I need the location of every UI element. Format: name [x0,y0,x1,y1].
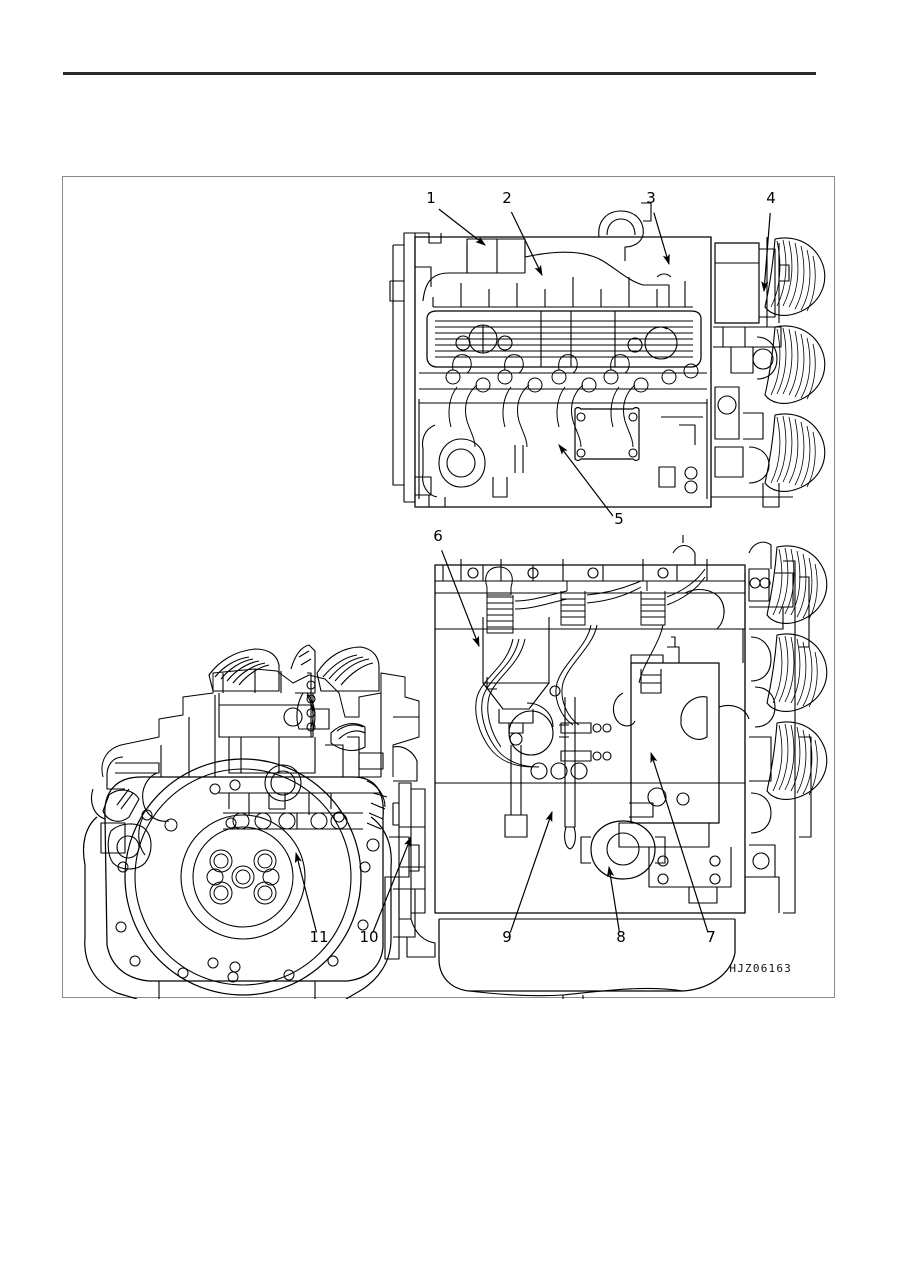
callout-leader-11 [294,851,318,933]
callout-leader-9 [509,810,553,933]
callout-leader-3 [653,212,670,266]
callout-leader-5 [558,444,614,517]
callout-leader-10 [372,835,412,933]
figure-frame: 1 2 3 4 5 6 7 8 9 10 11 HJZ06163 [62,176,835,999]
callout-number-10: 10 [359,928,378,946]
callout-number-8: 8 [616,928,626,946]
callout-leader-7 [650,751,709,933]
callout-numbers: 1 2 3 4 5 6 7 8 9 10 11 [309,189,775,946]
header-rule [63,72,816,75]
callout-number-2: 2 [502,189,512,207]
callout-number-9: 9 [502,928,512,946]
callout-number-11: 11 [309,928,328,946]
callout-number-4: 4 [766,189,776,207]
view-top-engine [82,202,828,999]
callout-leader-8 [606,865,621,933]
callout-layer [294,208,771,933]
callout-leader-6 [441,550,480,648]
callout-leader-4 [761,212,771,293]
callout-leader-1 [438,208,486,246]
engine-diagram: 1 2 3 4 5 6 7 8 9 10 11 [82,189,828,999]
callout-number-1: 1 [426,189,436,207]
callout-number-5: 5 [614,510,624,528]
callout-leader-2 [510,211,543,277]
callout-number-6: 6 [433,527,443,545]
figure-code: HJZ06163 [729,962,792,975]
callout-number-7: 7 [706,928,716,946]
callout-number-3: 3 [646,189,656,207]
